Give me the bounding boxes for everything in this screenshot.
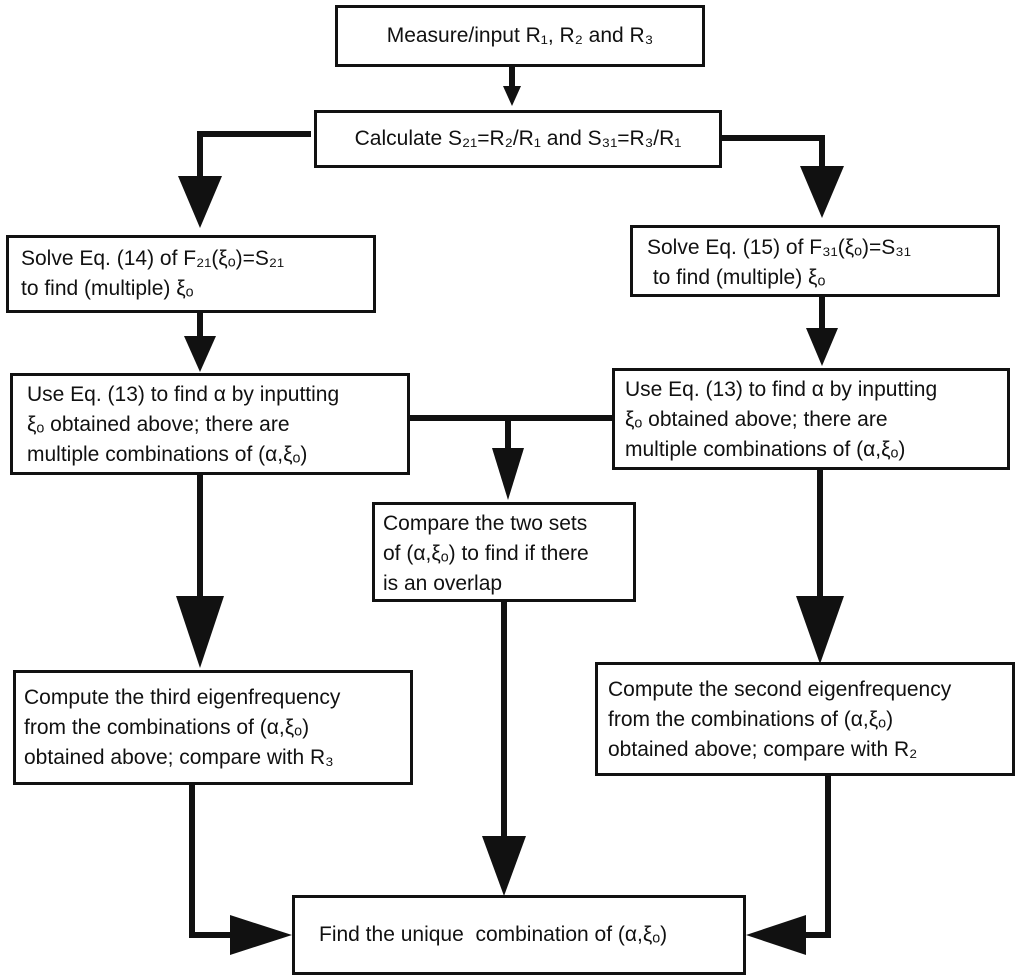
measure-input-box: Measure/input R₁, R₂ and R₃ [335, 5, 705, 67]
box-text-line: from the combinations of (α,ξₒ) [24, 716, 310, 739]
box-text-line: Compute the third eigenfrequency [24, 686, 341, 709]
box-text-line: to find (multiple) ξₒ [647, 266, 826, 289]
box-text-line: multiple combinations of (α,ξₒ) [625, 438, 906, 461]
arrowhead-unique-from-third [230, 915, 292, 955]
box-text-line: ξₒ obtained above; there are [27, 413, 290, 436]
box-text-line: Compare the two sets [383, 512, 588, 535]
arrowhead-use-right [806, 328, 838, 366]
arrowhead-measure-to-calculate [503, 86, 521, 106]
arrowhead-compare [492, 448, 524, 500]
solve-eq14-box: Solve Eq. (14) of F₂₁(ξₒ)=S₂₁ to find (mu… [6, 235, 376, 313]
use-eq13-left-box: Use Eq. (13) to find α by inputting ξₒ ob… [10, 373, 410, 475]
box-text-line: from the combinations of (α,ξₒ) [608, 708, 894, 731]
arrowhead-third [176, 596, 224, 668]
box-text-line: multiple combinations of (α,ξₒ) [27, 443, 308, 466]
box-text-line: ξₒ obtained above; there are [625, 408, 888, 431]
arrow-third-to-unique [189, 782, 239, 938]
arrowhead-solve-left [178, 176, 222, 228]
box-text-line: Calculate S₂₁=R₂/R₁ and S₃₁=R₃/R₁ [354, 127, 682, 150]
box-text-line: is an overlap [383, 572, 503, 595]
arrowhead-solve-right [800, 166, 844, 218]
find-unique-combination-box: Find the unique combination of (α,ξₒ) [292, 895, 746, 975]
arrowhead-unique-from-second [746, 915, 806, 955]
arrow-second-to-unique [797, 773, 831, 938]
box-text-line: Solve Eq. (15) of F₃₁(ξₒ)=S₃₁ [647, 236, 911, 259]
box-text-line: Find the unique combination of (α,ξₒ) [319, 923, 668, 946]
use-eq13-right-box: Use Eq. (13) to find α by inputting ξₒ ob… [612, 368, 1010, 470]
box-text-line: Use Eq. (13) to find α by inputting [27, 383, 340, 406]
box-text-line: Solve Eq. (14) of F₂₁(ξₒ)=S₂₁ [21, 247, 285, 270]
arrow-calculate-to-solve-right [719, 135, 825, 173]
box-text-line: Compute the second eigenfrequency [608, 678, 952, 701]
arrowhead-use-left [184, 336, 216, 372]
arrowhead-unique-from-compare [482, 836, 526, 896]
second-eigenfrequency-box: Compute the second eigenfrequency from th… [595, 662, 1015, 776]
box-text-line: to find (multiple) ξₒ [21, 277, 194, 300]
box-text-line: Measure/input R₁, R₂ and R₃ [386, 24, 654, 47]
compare-sets-box: Compare the two sets of (α,ξₒ) to find if… [372, 502, 636, 602]
box-text-line: Use Eq. (13) to find α by inputting [625, 378, 938, 401]
box-text-line: obtained above; compare with R₃ [24, 746, 334, 769]
third-eigenfrequency-box: Compute the third eigenfrequency from the… [13, 670, 413, 785]
solve-eq15-box: Solve Eq. (15) of F₃₁(ξₒ)=S₃₁ to find (m… [630, 225, 1000, 297]
box-text-line: of (α,ξₒ) to find if there [383, 542, 589, 565]
calculate-ratios-box: Calculate S₂₁=R₂/R₁ and S₃₁=R₃/R₁ [314, 110, 722, 168]
arrow-calculate-to-solve-left [197, 131, 311, 183]
box-text-line: obtained above; compare with R₂ [608, 738, 918, 761]
arrowhead-second [796, 596, 844, 664]
